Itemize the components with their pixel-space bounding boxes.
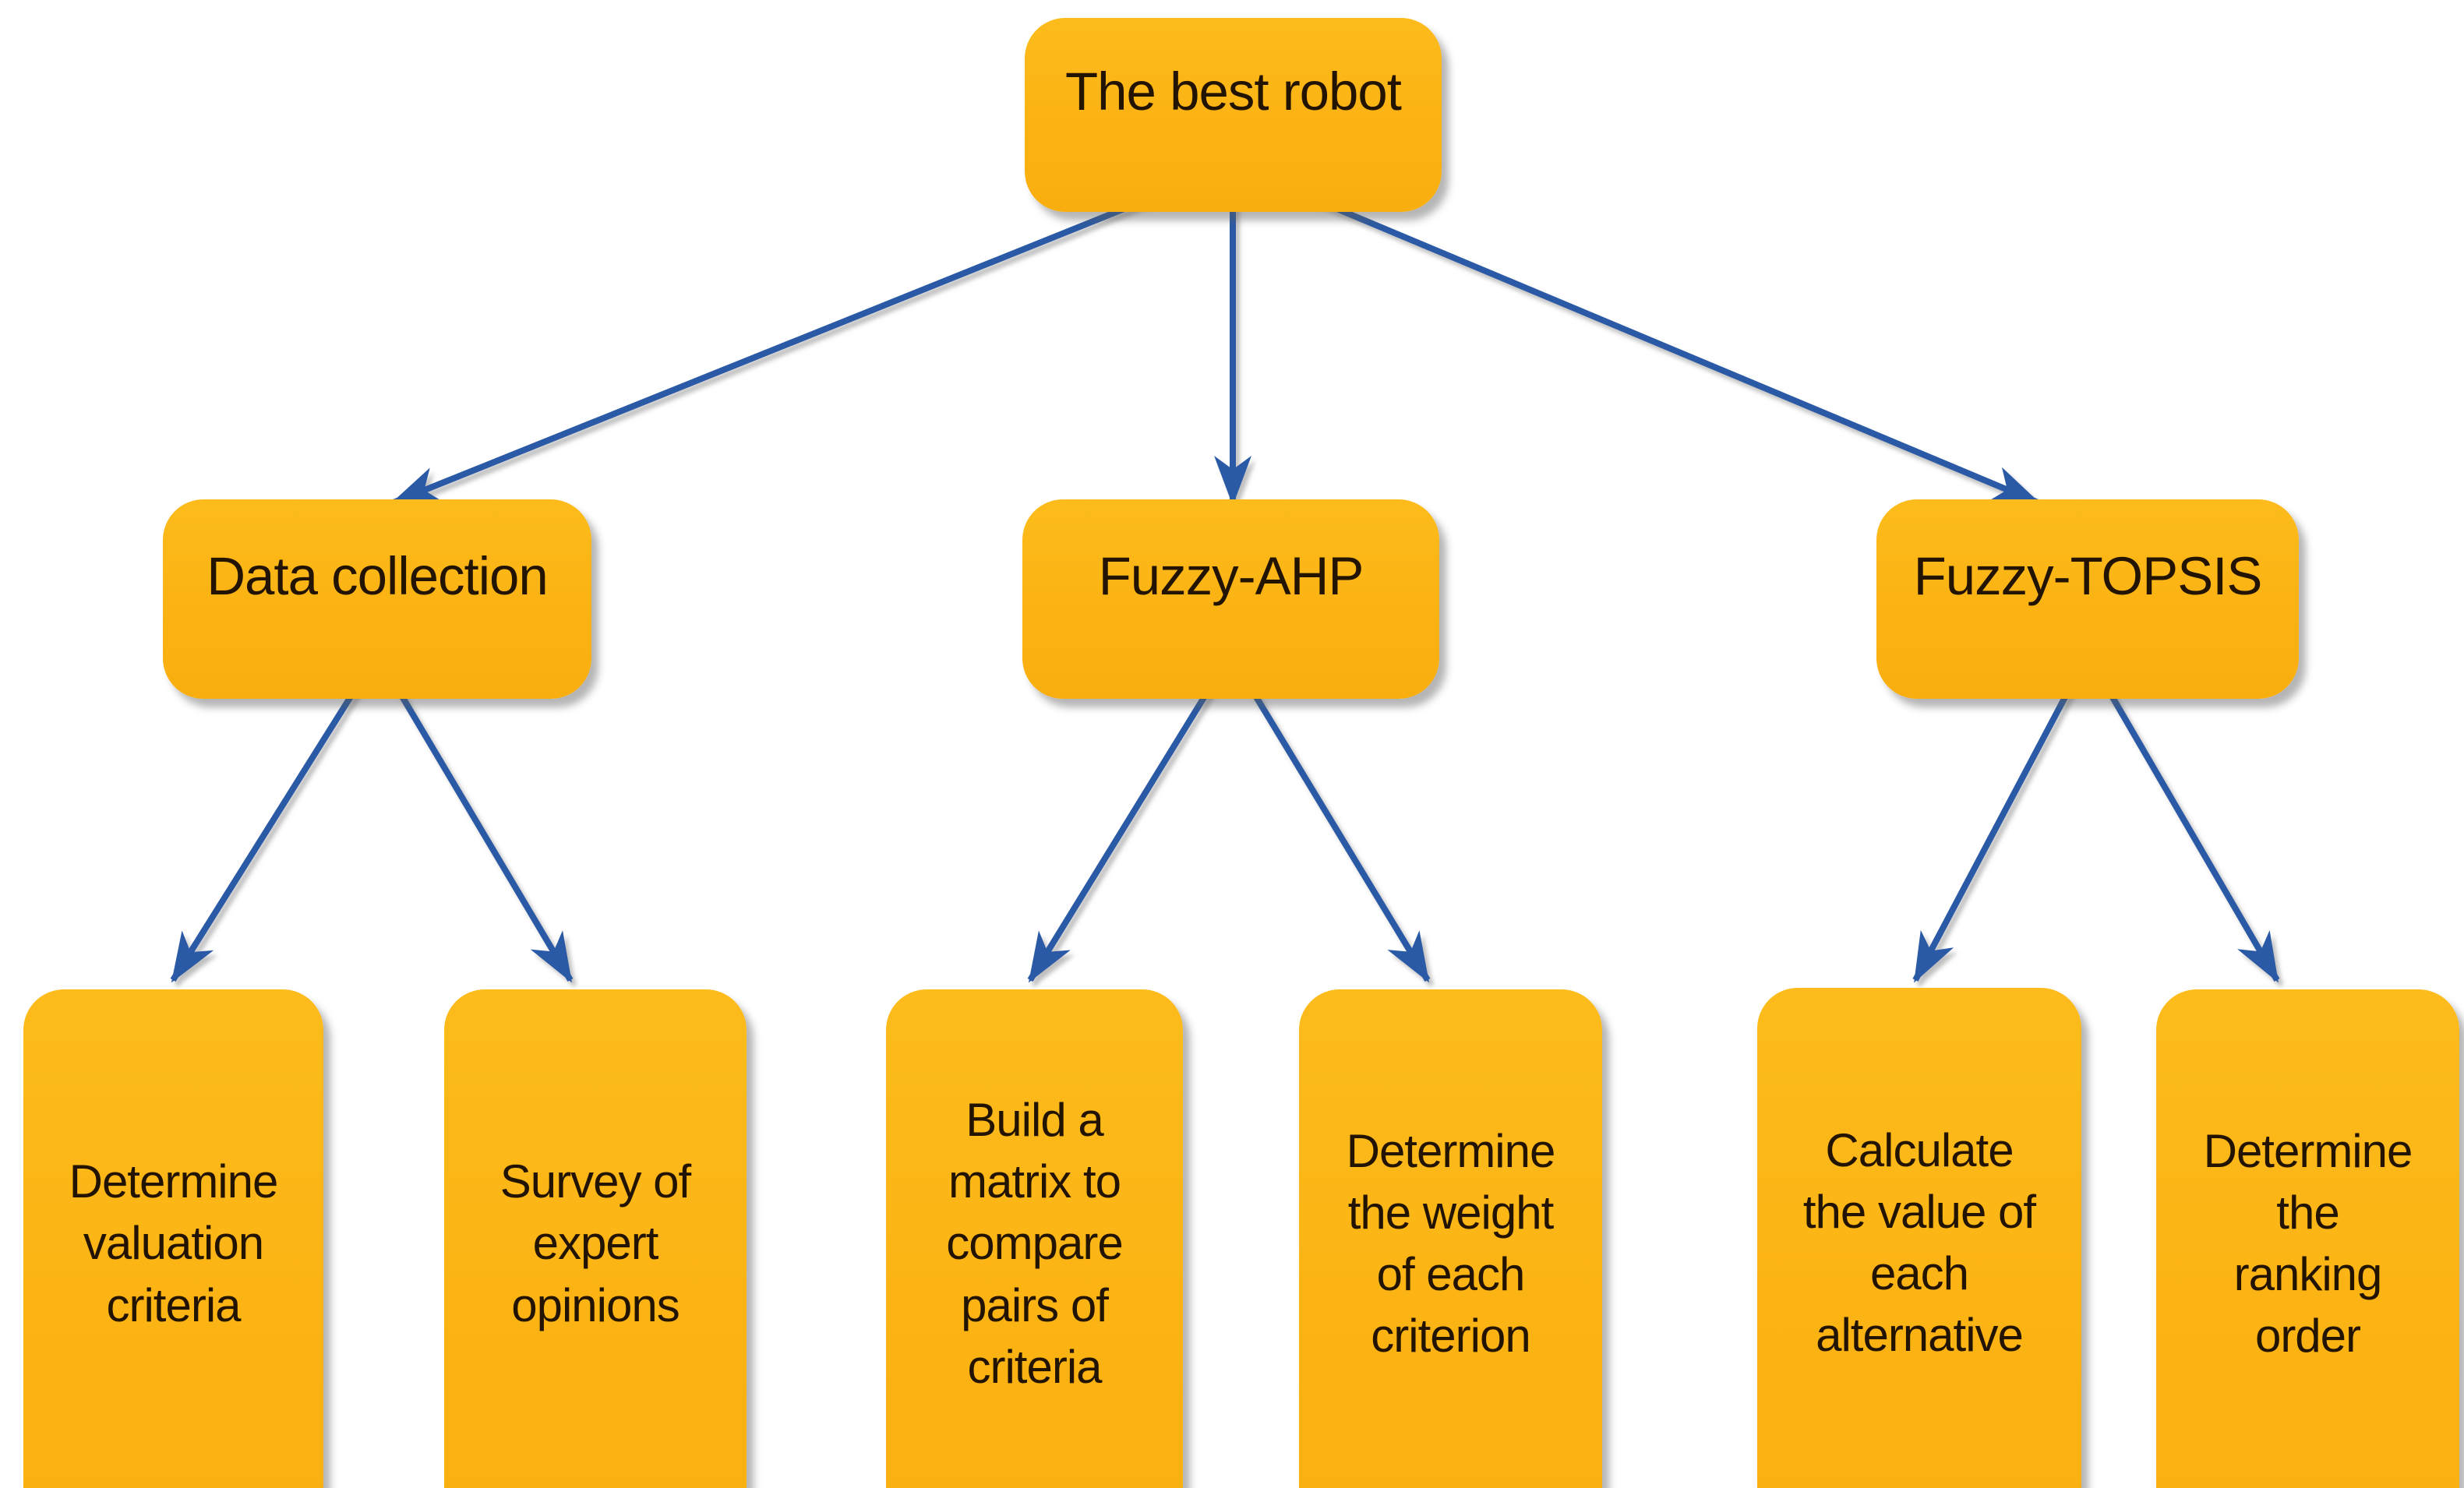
node-root-label: The best robot bbox=[1065, 62, 1402, 122]
arrow-dc-to-valuation-criteria bbox=[170, 652, 380, 983]
node-determine-criterion-weights: Determine the weight of each criterion bbox=[1299, 989, 1602, 1488]
label-line: Build a bbox=[965, 1094, 1103, 1147]
label-line: Calculate bbox=[1825, 1123, 2014, 1176]
label-line: Determine bbox=[1346, 1124, 1556, 1177]
label-line: matrix to bbox=[948, 1155, 1121, 1208]
node-fuzzy-ahp: Fuzzy-AHP bbox=[1022, 499, 1439, 699]
arrow-ahp-to-weights bbox=[1227, 652, 1431, 983]
node-fuzzy-topsis: Fuzzy-TOPSIS bbox=[1876, 499, 2299, 699]
label-line: order bbox=[2254, 1310, 2361, 1363]
label-line: the bbox=[2276, 1186, 2339, 1239]
arrow-topsis-to-ranking bbox=[2085, 652, 2280, 983]
node-survey-expert-opinions: Survey of expert opinions bbox=[444, 989, 747, 1488]
label-line: the weight bbox=[1347, 1186, 1555, 1239]
label-line: criteria bbox=[106, 1278, 241, 1331]
label-line: expert bbox=[532, 1217, 659, 1270]
node-build-comparison-matrix: Build a matrix to compare pairs of crite… bbox=[886, 989, 1183, 1488]
node-root: The best robot bbox=[1025, 18, 1442, 212]
arrow-root-to-fuzzy-topsis bbox=[1231, 162, 2041, 506]
label-line: compare bbox=[946, 1217, 1123, 1270]
label-line: each bbox=[1869, 1247, 1969, 1299]
node-calculate-alternative-values: Calculate the value of each alternative bbox=[1757, 988, 2081, 1488]
label-line: alternative bbox=[1816, 1309, 2024, 1362]
label-line: Determine bbox=[69, 1155, 279, 1208]
node-determine-ranking-order: Determine the ranking order bbox=[2156, 989, 2459, 1488]
node-determine-valuation-criteria: Determine valuation criteria bbox=[23, 989, 323, 1488]
arrow-topsis-to-values bbox=[1912, 653, 2091, 983]
node-label: Data collection bbox=[207, 545, 549, 606]
label-line: pairs of bbox=[961, 1278, 1109, 1331]
arrow-ahp-to-matrix bbox=[1027, 652, 1234, 983]
arrow-root-to-data-collection bbox=[390, 162, 1234, 506]
label-line: criterion bbox=[1371, 1310, 1530, 1363]
label-line: Determine bbox=[2203, 1124, 2413, 1177]
label-line: of each bbox=[1376, 1248, 1526, 1300]
node-label: Fuzzy-AHP bbox=[1098, 545, 1364, 606]
label-line: opinions bbox=[511, 1278, 680, 1331]
label-line: valuation bbox=[83, 1217, 264, 1270]
node-data-collection: Data collection bbox=[163, 499, 591, 699]
label-line: Survey of bbox=[500, 1155, 691, 1208]
label-line: criteria bbox=[967, 1340, 1102, 1393]
node-label: Fuzzy-TOPSIS bbox=[1913, 545, 2263, 606]
label-line: ranking bbox=[2233, 1248, 2383, 1300]
label-line: the value of bbox=[1802, 1185, 2036, 1238]
arrow-dc-to-expert-survey bbox=[374, 652, 574, 983]
